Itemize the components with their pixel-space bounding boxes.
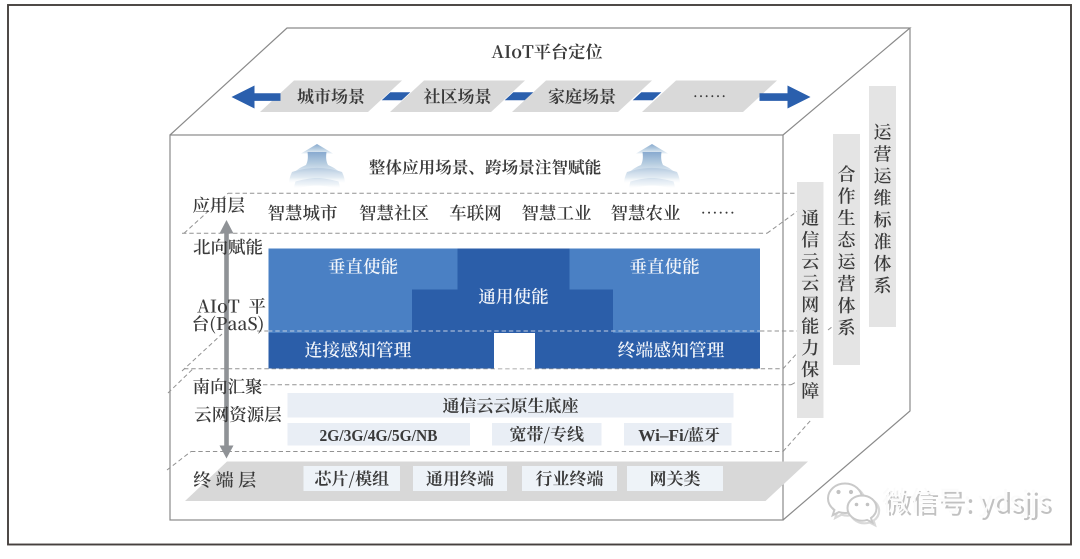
svg-text:Wi–Fi/: Wi–Fi/	[638, 426, 689, 445]
svg-text:2G/3G/4G/5G/NB: 2G/3G/4G/5G/NB	[320, 426, 438, 445]
